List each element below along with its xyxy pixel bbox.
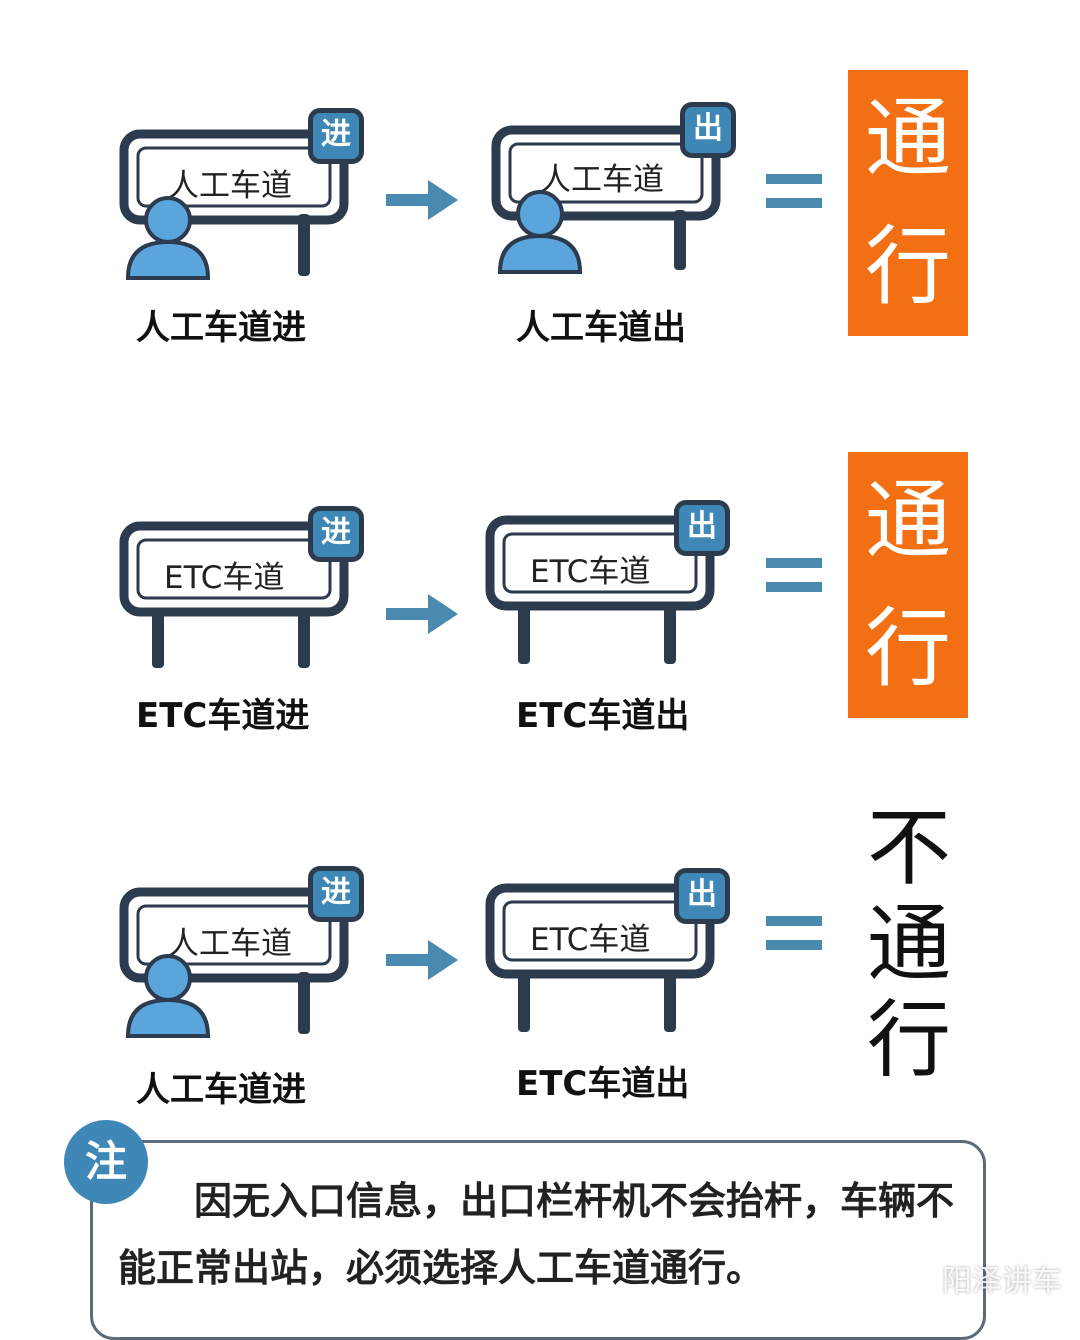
arrow-right-icon: [386, 594, 458, 634]
sign-label: 人工车道: [540, 162, 664, 198]
entry-caption: ETC车道进: [136, 696, 310, 736]
verdict-no-pass: 不 通 行: [864, 800, 954, 1088]
verdict-char: 通: [865, 89, 951, 189]
verdict-char: 行: [866, 991, 951, 1089]
exit-caption: ETC车道出: [516, 1064, 690, 1104]
entry-badge: 进: [308, 866, 364, 922]
arrow-right-icon: [386, 180, 458, 220]
note-text: 因无入口信息，出口栏杆机不会抬杆，车辆不能正常出站，必须选择人工车道通行。: [118, 1179, 955, 1290]
exit-badge: 出: [674, 500, 730, 556]
person-icon: [125, 954, 211, 1038]
verdict-char: 通: [865, 471, 951, 571]
sign-board-icon: [119, 887, 349, 1034]
sign-label: ETC车道: [530, 922, 651, 958]
entry-lane-sign: 人工车道 进: [118, 862, 368, 1042]
equals-icon: [766, 174, 822, 208]
entry-badge: 进: [308, 108, 364, 164]
sign-label: 人工车道: [168, 926, 292, 962]
equals-icon: [766, 558, 822, 592]
sign-label: ETC车道: [530, 554, 651, 590]
sign-label: 人工车道: [168, 168, 292, 204]
sign-board-icon: [119, 521, 349, 668]
note-badge: 注: [64, 1120, 148, 1204]
arrow-right-icon: [386, 940, 458, 980]
exit-lane-sign: ETC车道 出: [484, 866, 734, 1046]
entry-badge: 进: [308, 506, 364, 562]
note-box: [90, 1140, 986, 1340]
exit-lane-sign: ETC车道 出: [484, 498, 734, 678]
entry-caption: 人工车道进: [136, 308, 306, 348]
entry-lane-sign: ETC车道 进: [118, 500, 368, 680]
exit-caption: ETC车道出: [516, 696, 690, 736]
verdict-char: 行: [865, 217, 951, 317]
exit-caption: 人工车道出: [516, 308, 686, 348]
sign-board-icon: [119, 129, 349, 276]
equals-icon: [766, 916, 822, 950]
person-icon: [497, 190, 583, 274]
verdict-pass-box: 通 行: [848, 70, 968, 336]
verdict-char: 不: [866, 799, 951, 897]
entry-caption: 人工车道进: [136, 1070, 306, 1110]
exit-lane-sign: 人工车道 出: [490, 98, 740, 278]
sign-label: ETC车道: [164, 560, 285, 596]
verdict-pass-box: 通 行: [848, 452, 968, 718]
sign-board-icon: [485, 515, 715, 664]
entry-lane-sign: 人工车道 进: [118, 104, 368, 284]
exit-badge: 出: [674, 868, 730, 924]
sign-board-icon: [485, 883, 715, 1032]
person-icon: [125, 196, 211, 280]
verdict-char: 通: [866, 895, 951, 993]
exit-badge: 出: [680, 102, 736, 158]
verdict-char: 行: [865, 599, 951, 699]
watermark: 阳泽讲车: [942, 1264, 1062, 1299]
